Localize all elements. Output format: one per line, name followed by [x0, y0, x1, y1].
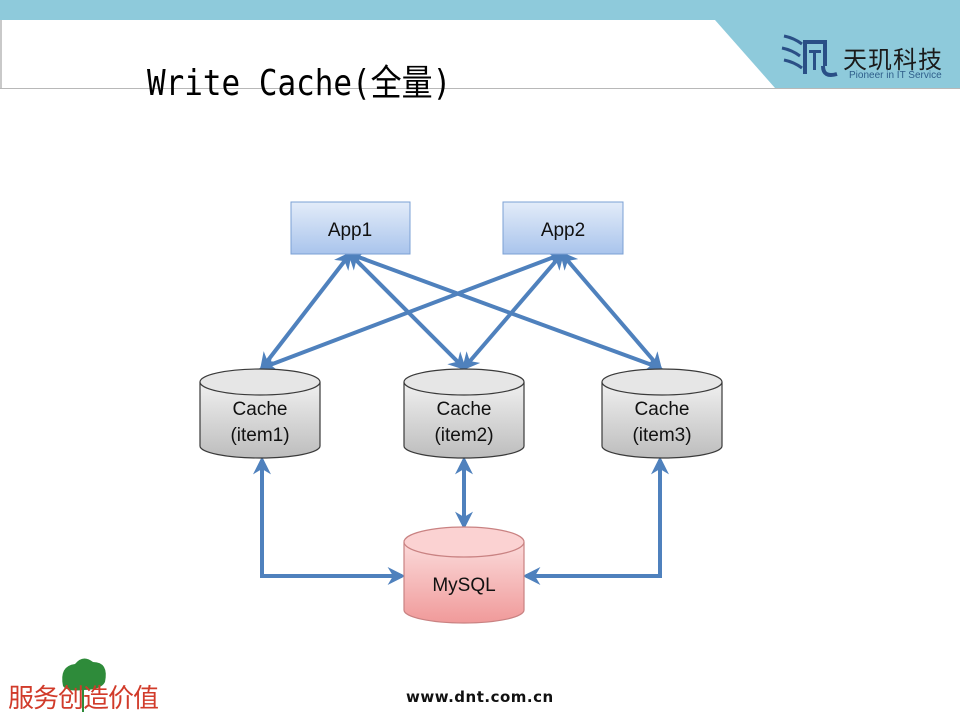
brand-logo-icon	[781, 34, 838, 77]
cache2-body[interactable]	[403, 382, 525, 459]
app-node[interactable]: App1	[290, 201, 411, 255]
cache3-body[interactable]	[601, 382, 723, 459]
tree-logo-icon	[62, 658, 106, 712]
brand-panel-background	[715, 20, 960, 88]
footer-url[interactable]: www.dnt.com.cn	[406, 688, 554, 706]
company-slogan: 服务创造价值	[8, 658, 159, 715]
connection-arrow-app2-cache3	[559, 251, 663, 371]
header-left-border	[0, 20, 2, 89]
mysql-label: MySQL	[432, 575, 495, 596]
cache1-body[interactable]	[199, 382, 321, 459]
connection-arrow-cache3-mysql	[522, 456, 669, 585]
app1-box[interactable]	[290, 201, 411, 255]
cache-node[interactable]: Cache (item3)	[601, 368, 723, 459]
connection-arrow-cache1-mysql	[253, 456, 406, 585]
connection-arrow-app2-cache2	[461, 251, 565, 371]
cache3-label-line2: (item3)	[632, 425, 691, 446]
cache3-top	[601, 368, 723, 396]
brand-name: 天玑科技	[843, 46, 943, 74]
slogan-text: 服务创造价值	[8, 684, 159, 714]
cache1-label-line2: (item1)	[230, 425, 289, 446]
database-node[interactable]: MySQL	[403, 526, 525, 624]
header-divider	[0, 88, 960, 89]
brand-panel	[700, 0, 960, 88]
cache-node[interactable]: Cache (item2)	[403, 368, 525, 459]
app1-label: App1	[328, 220, 372, 241]
slide-title: Write Cache(全量)	[147, 63, 452, 104]
cache1-label-line1: Cache	[233, 399, 288, 420]
brand-panel-top	[700, 0, 960, 20]
cache-node[interactable]: Cache (item1)	[199, 368, 321, 459]
brand-tagline: Pioneer in IT Service	[849, 70, 942, 81]
app2-label: App2	[541, 220, 585, 241]
mysql-top	[403, 526, 525, 558]
app2-box[interactable]	[502, 201, 624, 255]
connections	[253, 250, 669, 585]
cache3-label-line1: Cache	[635, 399, 690, 420]
app-node[interactable]: App2	[502, 201, 624, 255]
cache1-top	[199, 368, 321, 396]
cache2-top	[403, 368, 525, 396]
brand-panel-shape	[700, 0, 960, 88]
cache2-label-line2: (item2)	[434, 425, 493, 446]
cache2-label-line1: Cache	[437, 399, 492, 420]
mysql-body[interactable]	[403, 542, 525, 624]
